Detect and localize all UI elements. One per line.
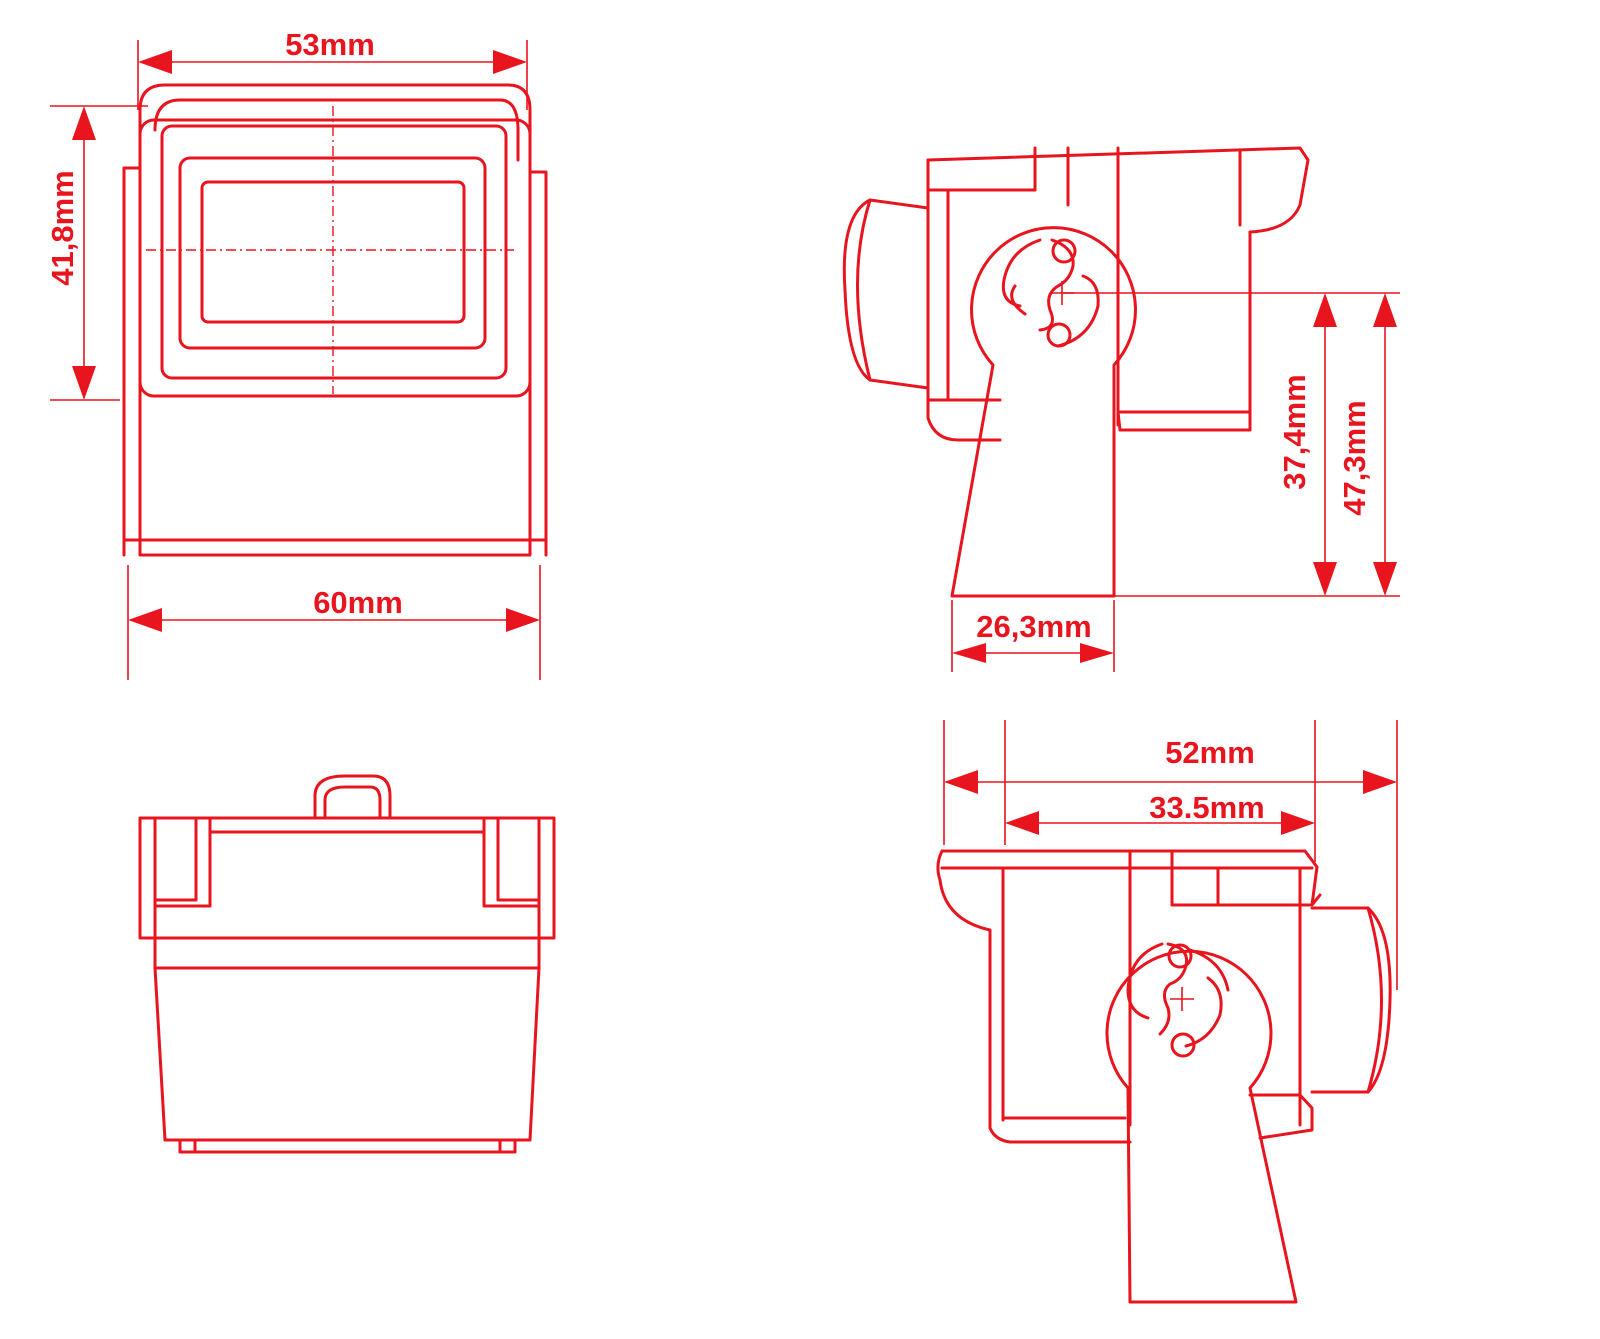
dimension-lower-body: 33.5mm [1004,720,1316,862]
dimension-label-52mm: 52mm [1165,735,1255,770]
dimension-side-bracket: 26,3mm [951,600,1115,672]
dimension-front-bottom: 60mm [127,565,541,680]
dimension-front-top: 53mm [137,27,528,110]
dimension-side-total: 47,3mm [1337,293,1397,596]
dimension-label-60mm: 60mm [313,585,403,620]
side-view-right [842,146,1310,598]
dimension-lower-total: 52mm [943,720,1398,990]
dimension-label-26-3mm: 26,3mm [976,609,1091,644]
dimension-front-height: 41,8mm [45,105,148,401]
side-view-left [936,849,1392,1304]
dimension-side-pivot: 37,4mm [1062,292,1400,597]
dimension-label-41-8mm: 41,8mm [45,170,80,285]
dimension-label-53mm: 53mm [285,27,375,62]
front-view [122,83,548,557]
dimension-label-47-3mm: 47,3mm [1337,400,1372,515]
dimension-label-37-4mm: 37,4mm [1277,374,1312,489]
dimension-label-33-5mm: 33.5mm [1149,790,1264,825]
top-view [138,774,556,1154]
